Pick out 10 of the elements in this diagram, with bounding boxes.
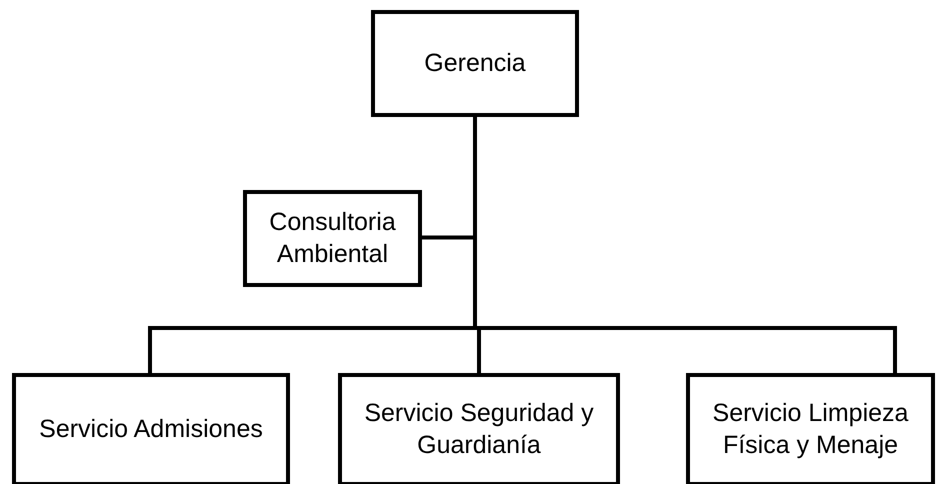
node-label: Gerencia <box>424 48 526 79</box>
root-box <box>371 10 579 117</box>
org-box <box>12 373 290 484</box>
node-label: Servicio Limpieza Física y Menaje <box>712 398 910 460</box>
org-box <box>686 373 935 484</box>
node-label: Servicio Admisiones <box>39 414 263 445</box>
node-label: Consultoria Ambiental <box>268 207 397 270</box>
org-box <box>243 190 422 287</box>
node-label: Servicio Seguridad y Guardianía <box>363 398 595 460</box>
org-box <box>338 373 620 484</box>
